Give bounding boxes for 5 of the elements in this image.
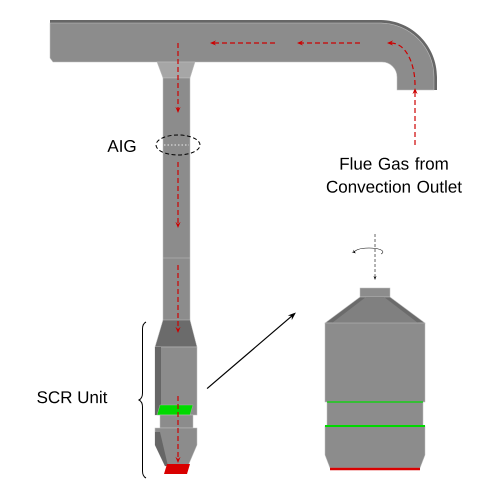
label: SCR Unit (37, 390, 108, 404)
picture (324, 288, 426, 470)
label: Flue Gas from Convection Outlet (326, 157, 462, 193)
picture (154, 320, 198, 474)
label: AIG (107, 140, 136, 152)
